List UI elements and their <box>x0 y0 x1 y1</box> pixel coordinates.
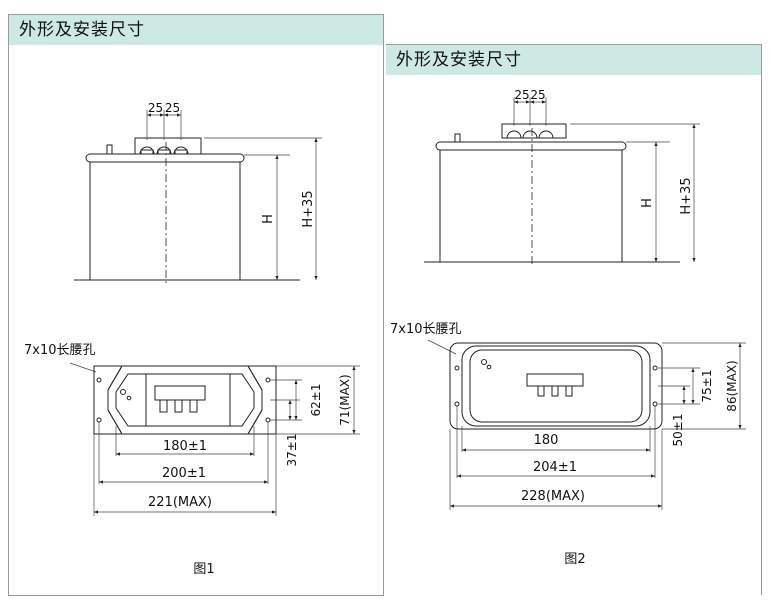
f2-hole-spacing: 204±1 <box>533 460 577 475</box>
f1-max-width: 221(MAX) <box>148 495 212 510</box>
figure-1-caption: 图1 <box>193 562 214 577</box>
f2-height: H <box>640 198 655 208</box>
f2-max-width: 228(MAX) <box>521 489 585 504</box>
figure-2-side-view: 25 25 H H+35 <box>424 88 700 266</box>
f1-hole-spacing: 200±1 <box>162 466 206 481</box>
f1-hole-offset: 37±1 <box>285 434 299 467</box>
f1-inner-width: 180±1 <box>163 439 207 454</box>
figure-2-caption: 图2 <box>564 552 585 567</box>
figure-1-side-view: 25 25 H H+35 <box>74 101 322 285</box>
f1-pitch-b: 25 <box>165 101 180 115</box>
figure-1-top-view: 7x10长腰孔 180±1 200±1 221(MAX) <box>24 343 360 516</box>
figure-2-header: 外形及安装尺寸 <box>386 45 761 75</box>
f2-pitch-a: 25 <box>514 88 529 102</box>
f2-slot-label: 7x10长腰孔 <box>390 322 462 337</box>
f2-pitch-b: 25 <box>530 88 545 102</box>
f1-pitch-a: 25 <box>148 101 163 115</box>
f1-slot-label: 7x10长腰孔 <box>24 343 96 358</box>
f1-height-total: H+35 <box>301 190 316 227</box>
f2-hole-offset: 50±1 <box>671 414 685 447</box>
f1-max-depth: 71(MAX) <box>338 374 352 425</box>
figure-1-panel: 外形及安装尺寸 <box>8 14 384 596</box>
f2-max-depth: 86(MAX) <box>725 360 739 411</box>
f2-inner-width: 180 <box>534 433 559 448</box>
figure-1-header: 外形及安装尺寸 <box>9 15 383 45</box>
figure-2-panel: 外形及安装尺寸 <box>386 44 762 595</box>
f2-height-total: H+35 <box>679 177 694 214</box>
f1-hole-vertical: 62±1 <box>309 384 323 417</box>
f1-height: H <box>261 214 276 224</box>
figure-2-top-view: 7x10长腰孔 180 204±1 228(MAX) 75±1 <box>390 322 746 510</box>
f2-hole-vertical: 75±1 <box>700 370 714 403</box>
